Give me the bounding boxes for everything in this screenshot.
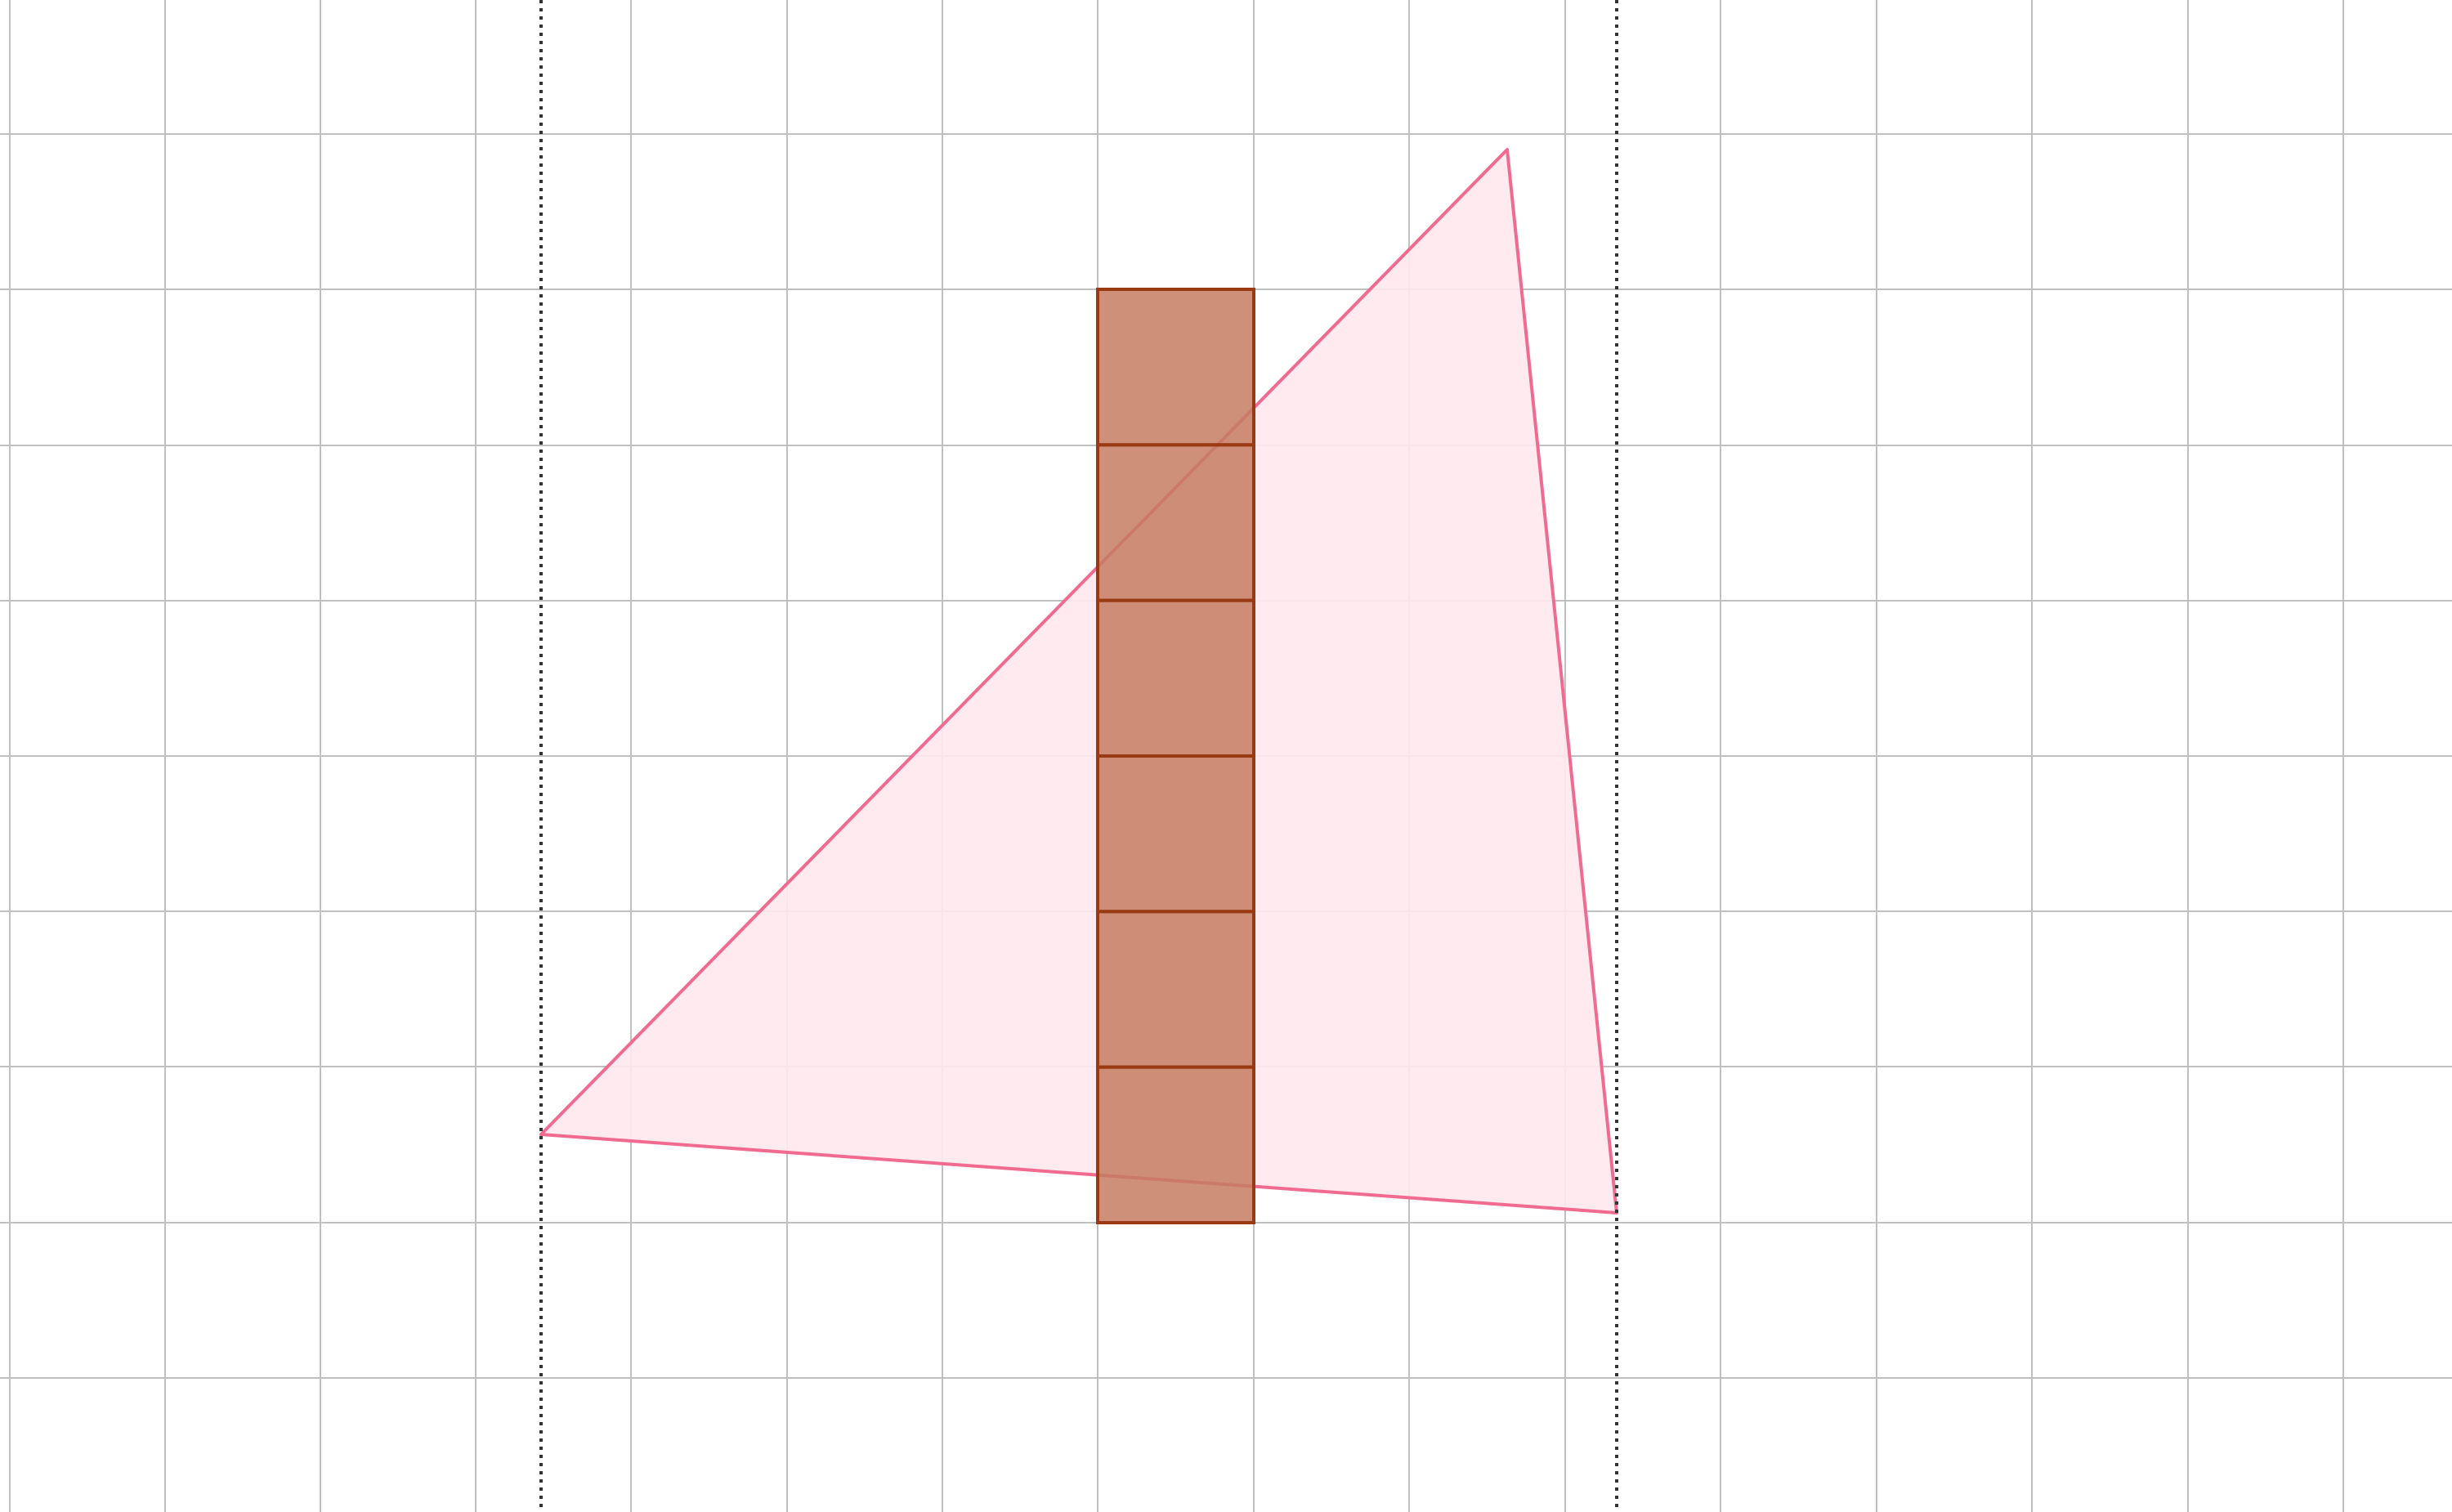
unit-square [1096, 288, 1255, 447]
unit-column [1096, 288, 1255, 1224]
triangle [539, 148, 1618, 1215]
unit-square [1096, 598, 1255, 758]
unit-square [1096, 910, 1255, 1069]
unit-square [1096, 443, 1255, 602]
vertical-guides [539, 0, 1618, 1512]
unit-square [1096, 1065, 1255, 1224]
unit-square [1096, 754, 1255, 914]
